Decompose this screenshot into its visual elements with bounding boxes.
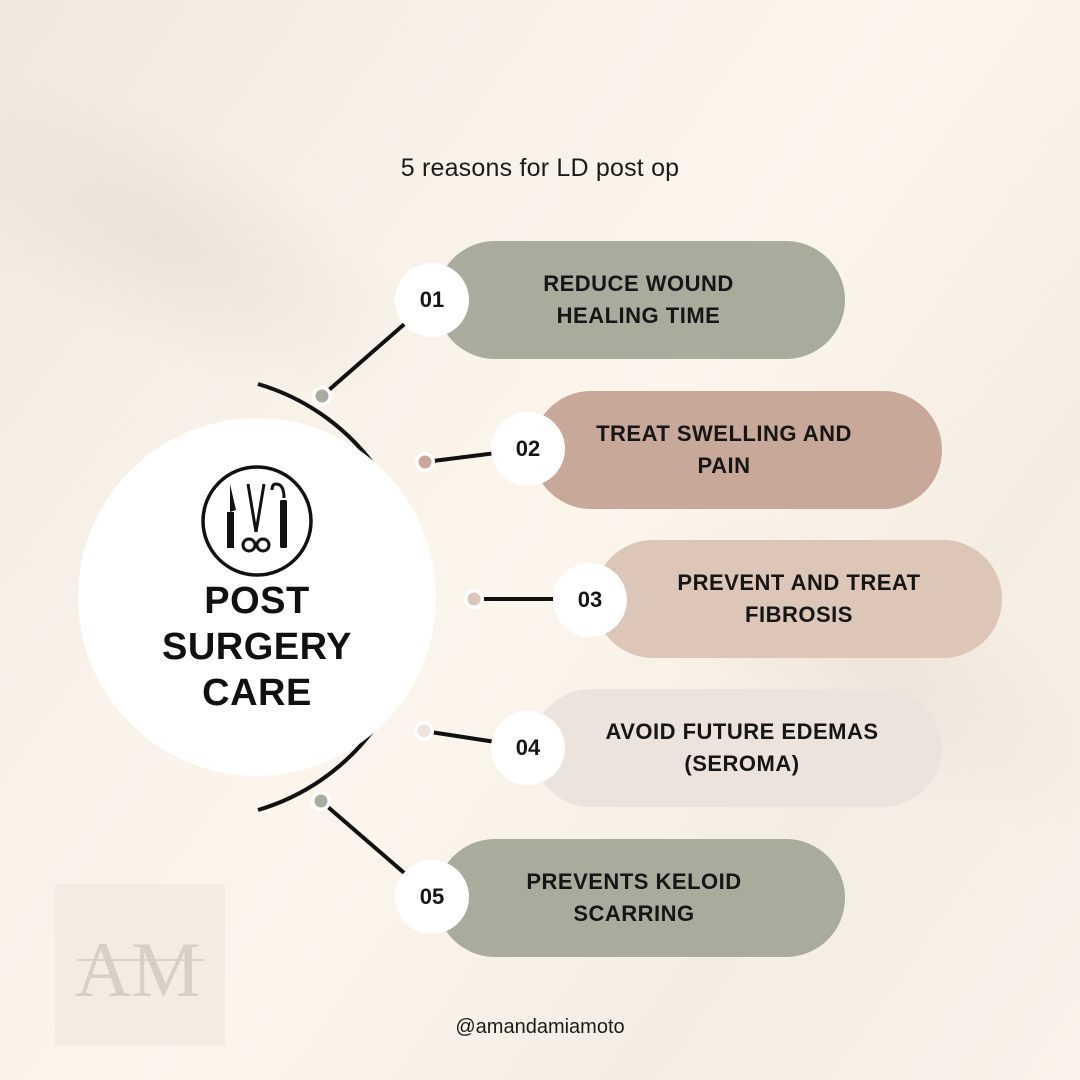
reason-pill-03: PREVENT AND TREAT FIBROSIS	[594, 540, 1002, 658]
reason-line: SCARRING	[573, 901, 695, 926]
arc-dot-02-inner	[418, 455, 432, 469]
footer-handle: @amandamiamoto	[455, 1016, 625, 1038]
reason-text-05: PREVENTS KELOID SCARRING	[436, 839, 832, 957]
center-title-line: CARE	[202, 672, 312, 714]
reason-line: PREVENTS KELOID	[526, 869, 742, 894]
reason-pill-05: PREVENTS KELOID SCARRING	[436, 839, 845, 957]
reason-pill-04: AVOID FUTURE EDEMAS (SEROMA)	[532, 689, 942, 807]
am-logo-icon: AM	[75, 926, 205, 1013]
center-title-line: SURGERY	[161, 626, 352, 668]
svg-text:AM: AM	[75, 926, 201, 1013]
reason-line: (SEROMA)	[684, 751, 800, 776]
reason-number-03: 03	[553, 563, 627, 637]
center-circle: POST SURGERY CARE	[78, 418, 436, 776]
reason-line: PREVENT AND TREAT	[677, 570, 921, 595]
reason-pill-01: REDUCE WOUND HEALING TIME	[436, 241, 845, 359]
watermark-logo: AM	[55, 884, 225, 1046]
arc-dot-04-inner	[417, 724, 431, 738]
reason-line: PAIN	[697, 453, 751, 478]
reason-number-04: 04	[491, 711, 565, 785]
reason-line: REDUCE WOUND	[543, 271, 734, 296]
reason-line: FIBROSIS	[745, 602, 853, 627]
surgical-tools-icon	[201, 465, 313, 577]
reason-line: TREAT SWELLING AND	[596, 421, 852, 446]
arc-dot-01-inner	[315, 389, 329, 403]
arc-dot-03-inner	[467, 592, 481, 606]
reason-text-01: REDUCE WOUND HEALING TIME	[436, 241, 841, 359]
reason-text-03: PREVENT AND TREAT FIBROSIS	[594, 540, 1004, 658]
reason-number-01: 01	[395, 263, 469, 337]
reason-text-04: AVOID FUTURE EDEMAS (SEROMA)	[532, 689, 952, 807]
reason-line: HEALING TIME	[556, 303, 721, 328]
reason-pill-02: TREAT SWELLING AND PAIN	[532, 391, 942, 509]
center-title: POST SURGERY CARE	[78, 578, 436, 716]
reason-number-02: 02	[491, 412, 565, 486]
page-title: 5 reasons for LD post op	[400, 154, 680, 182]
reason-number-05: 05	[395, 860, 469, 934]
center-title-line: POST	[204, 580, 310, 622]
arc-dots	[311, 386, 484, 811]
arc-dot-05-inner	[314, 794, 328, 808]
reason-text-02: TREAT SWELLING AND PAIN	[532, 391, 916, 509]
reason-line: AVOID FUTURE EDEMAS	[605, 719, 879, 744]
